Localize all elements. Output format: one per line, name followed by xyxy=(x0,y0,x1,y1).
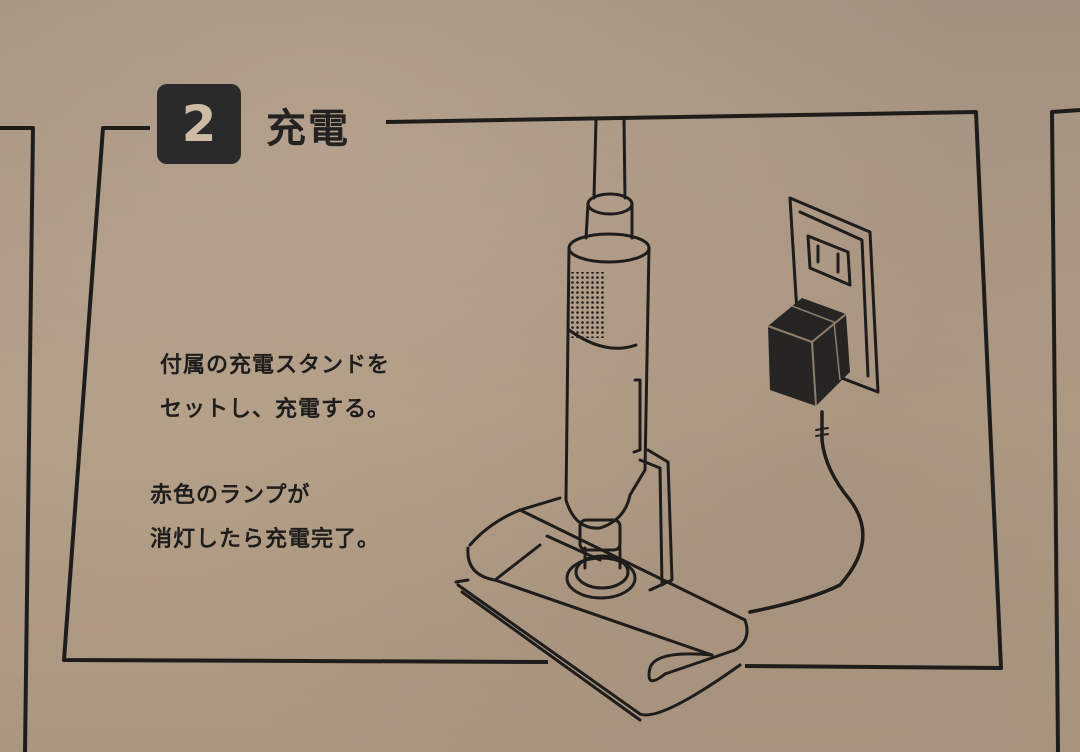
floor-head-joint xyxy=(564,468,647,600)
instruction-line: 消灯したら充電完了。 xyxy=(150,527,381,552)
charging-stand xyxy=(638,448,674,592)
step-title: 充電 xyxy=(266,106,350,152)
instruction-lamp: 赤色のランプが 消灯したら充電完了。 xyxy=(150,474,380,562)
instruction-line: セットし、充電する。 xyxy=(160,397,391,422)
ac-adapter xyxy=(767,298,850,407)
instruction-line: 赤色のランプが xyxy=(150,483,311,508)
instruction-charging-stand: 付属の充電スタンドを セットし、充電する。 xyxy=(160,344,390,432)
floor-head xyxy=(454,496,749,722)
step-number-badge: 2 xyxy=(157,84,241,164)
vacuum-pipe xyxy=(584,118,634,240)
vacuum-body xyxy=(564,232,651,502)
instruction-line: 付属の充電スタンドを xyxy=(160,353,391,378)
power-cord xyxy=(748,410,865,614)
step-number: 2 xyxy=(181,95,217,153)
